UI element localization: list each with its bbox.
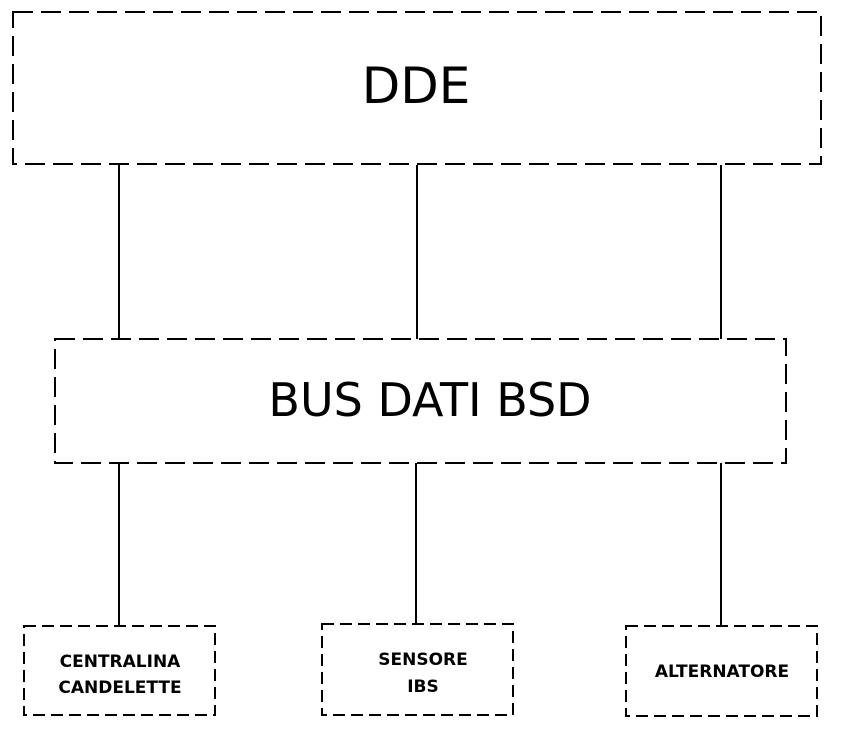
sensore-label-line1: SENSORE <box>378 650 467 670</box>
alternatore-node: ALTERNATORE <box>625 625 818 717</box>
bus-box <box>54 338 787 464</box>
dde-label: DDE <box>362 57 471 115</box>
centralina-label-line2: CANDELETTE <box>58 678 181 698</box>
bus-label: BUS DATI BSD <box>268 373 591 427</box>
centralina-box <box>23 625 216 716</box>
sensore-label-line2: IBS <box>407 677 439 697</box>
dde-node: DDE <box>12 11 822 165</box>
dde-box <box>12 11 822 165</box>
bus-node: BUS DATI BSD <box>54 338 787 464</box>
sensore-node: SENSORE IBS <box>321 623 514 716</box>
alternatore-box <box>625 625 818 717</box>
alternatore-label: ALTERNATORE <box>655 662 789 682</box>
centralina-label-line1: CENTRALINA <box>60 652 182 672</box>
centralina-node: CENTRALINA CANDELETTE <box>23 625 216 716</box>
sensore-box <box>321 623 514 716</box>
